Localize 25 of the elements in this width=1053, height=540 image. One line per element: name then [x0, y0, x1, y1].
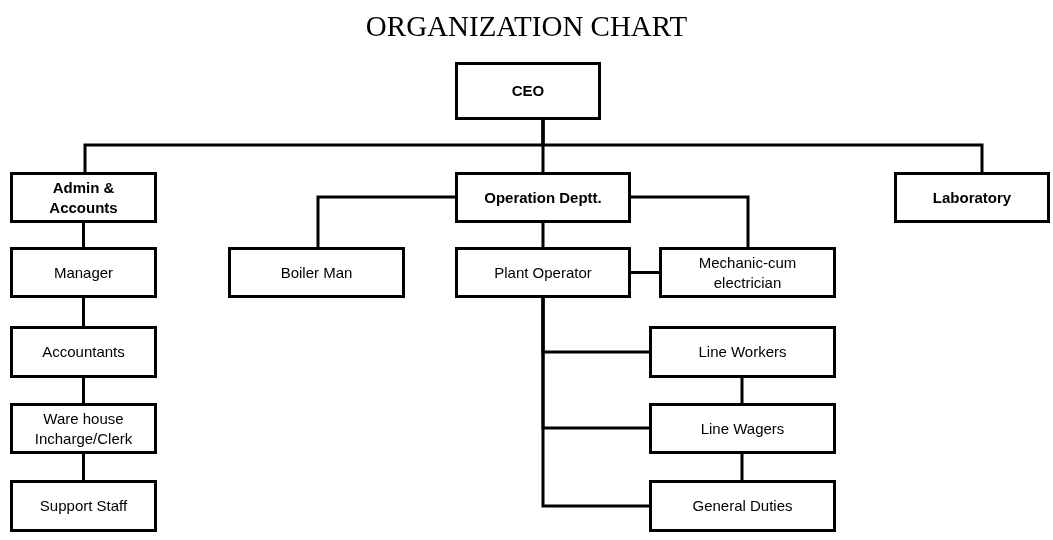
position-box: Accountants: [10, 326, 157, 378]
department-box: Operation Deptt.: [455, 172, 631, 223]
department-box: Laboratory: [894, 172, 1050, 223]
department-box: Admin & Accounts: [10, 172, 157, 223]
connector-line: [631, 195, 750, 247]
connector-line: [541, 298, 649, 508]
connector-line: [541, 120, 984, 172]
connector-line: [82, 223, 85, 247]
position-box: Mechanic-cum electrician: [659, 247, 836, 298]
position-box: Plant Operator: [455, 247, 631, 298]
connector-line: [82, 378, 85, 403]
connector-line: [316, 195, 455, 247]
department-box: CEO: [455, 62, 601, 120]
position-box: Support Staff: [10, 480, 157, 532]
position-box: General Duties: [649, 480, 836, 532]
position-box: Line Wagers: [649, 403, 836, 454]
connector-line: [82, 454, 85, 480]
connector-line: [82, 298, 85, 326]
position-box: Line Workers: [649, 326, 836, 378]
connector-line: [740, 376, 744, 403]
connector-line: [631, 271, 659, 274]
position-box: Manager: [10, 247, 157, 298]
position-box: Ware house Incharge/Clerk: [10, 403, 157, 454]
chart-title: ORGANIZATION CHART: [364, 10, 689, 43]
position-box: Boiler Man: [228, 247, 405, 298]
